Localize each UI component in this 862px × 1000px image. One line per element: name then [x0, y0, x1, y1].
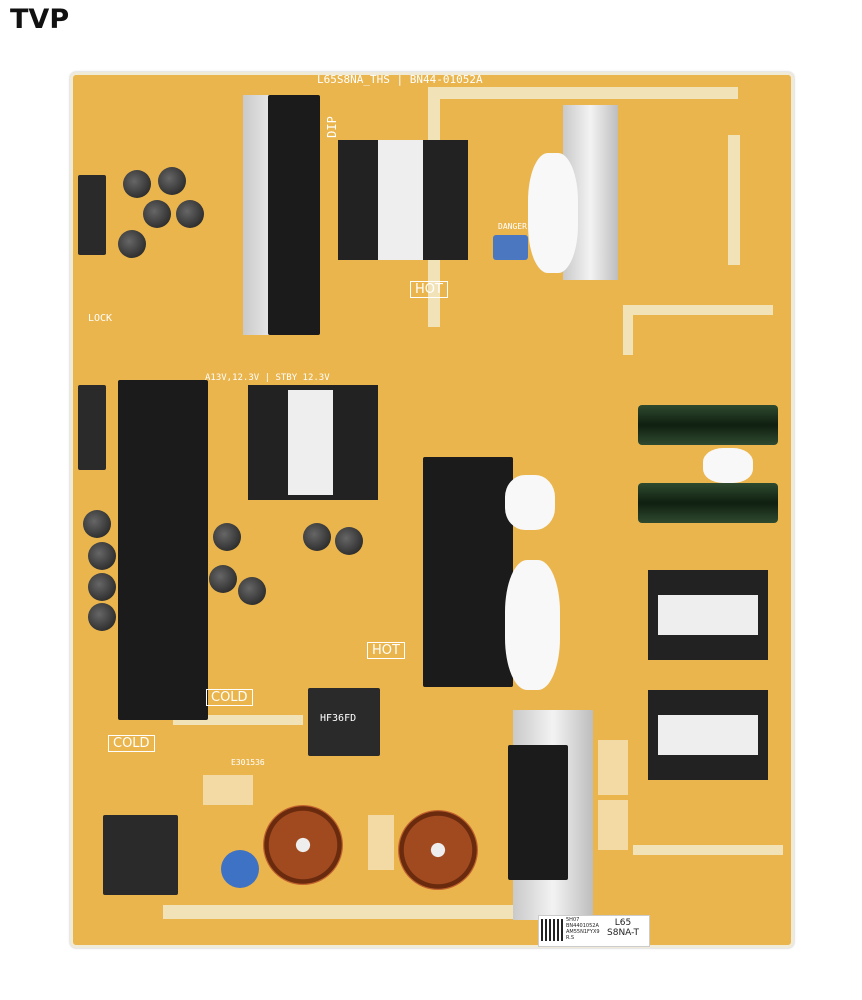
hot-zone-label: HOT — [410, 281, 448, 298]
heatsink — [118, 380, 208, 720]
capacitor — [88, 573, 116, 601]
capacitor — [158, 167, 186, 195]
trace — [163, 905, 583, 919]
electrolytic-capacitor — [638, 405, 778, 445]
transformer — [248, 385, 378, 500]
heatsink — [268, 95, 320, 335]
x-capacitor — [203, 775, 253, 805]
varistor — [221, 850, 259, 888]
toroid-choke — [398, 810, 478, 890]
x-capacitor — [368, 815, 394, 870]
capacitor — [88, 542, 116, 570]
electrolytic-capacitor — [638, 483, 778, 523]
ul-mark: E301536 — [231, 758, 265, 767]
x-capacitor — [598, 740, 628, 795]
trace — [428, 87, 738, 99]
trace — [623, 305, 773, 315]
capacitor — [83, 510, 111, 538]
silicone-glue — [528, 153, 578, 273]
part-number-text: BN44-01052A — [409, 73, 483, 86]
hot-zone-label: HOT — [367, 642, 405, 659]
connector — [78, 175, 106, 255]
trace — [728, 135, 740, 265]
silicone-glue — [703, 448, 753, 483]
sticker-model: L65 S8NA-T — [607, 918, 639, 938]
sticker-line: 5H07 — [566, 917, 580, 923]
trace — [623, 305, 633, 355]
power-supply-board: L65S8NA_THS | BN44-01052A HF36FD — [70, 72, 794, 948]
cold-zone-label: COLD — [206, 689, 253, 706]
model-silkscreen: L65S8NA_THS | BN44-01052A — [317, 73, 483, 86]
sticker-line: R.S — [566, 935, 575, 941]
danger-label: DANGER — [498, 222, 527, 231]
capacitor — [303, 523, 331, 551]
transformer — [648, 690, 768, 780]
cold-zone-label: COLD — [108, 735, 155, 752]
toroid-choke — [263, 805, 343, 885]
lock-label: LOCK — [88, 313, 113, 324]
voltage-silkscreen: A13V,12.3V | STBY 12.3V — [205, 373, 330, 383]
capacitor — [143, 200, 171, 228]
trace — [633, 845, 783, 855]
capacitor — [123, 170, 151, 198]
sticker-variant-text: S8NA-T — [607, 928, 640, 938]
capacitor — [335, 527, 363, 555]
sticker-codes: 5H07 BN4401052A AM55N1FYX9 R.S — [566, 917, 600, 941]
model-text: L65S8NA_THS — [317, 73, 390, 86]
silicone-glue — [505, 475, 555, 530]
capacitor — [238, 577, 266, 605]
qr-code — [541, 919, 563, 941]
transformer — [648, 570, 768, 660]
film-capacitor — [493, 235, 528, 260]
sticker-line: AM55N1FYX9 — [566, 929, 600, 935]
capacitor — [118, 230, 146, 258]
sticker-line: BN4401052A — [566, 923, 599, 929]
connector — [78, 385, 106, 470]
barcode-sticker: 5H07 BN4401052A AM55N1FYX9 R.S L65 S8NA-… — [538, 915, 650, 947]
dip-label: DIP — [324, 116, 339, 138]
capacitor — [209, 565, 237, 593]
sticker-model-text: L65 — [614, 918, 632, 928]
capacitor — [213, 523, 241, 551]
relay: HF36FD — [308, 688, 380, 756]
capacitor — [176, 200, 204, 228]
trace — [173, 715, 303, 725]
relay-text: HF36FD — [320, 713, 357, 724]
watermark: TVP — [10, 4, 70, 35]
bridge-rectifier — [508, 745, 568, 880]
silicone-glue — [505, 560, 560, 690]
heatsink — [423, 457, 513, 687]
x-capacitor — [598, 800, 628, 850]
transformer — [338, 140, 468, 260]
capacitor — [88, 603, 116, 631]
ac-inlet-connector — [103, 815, 178, 895]
